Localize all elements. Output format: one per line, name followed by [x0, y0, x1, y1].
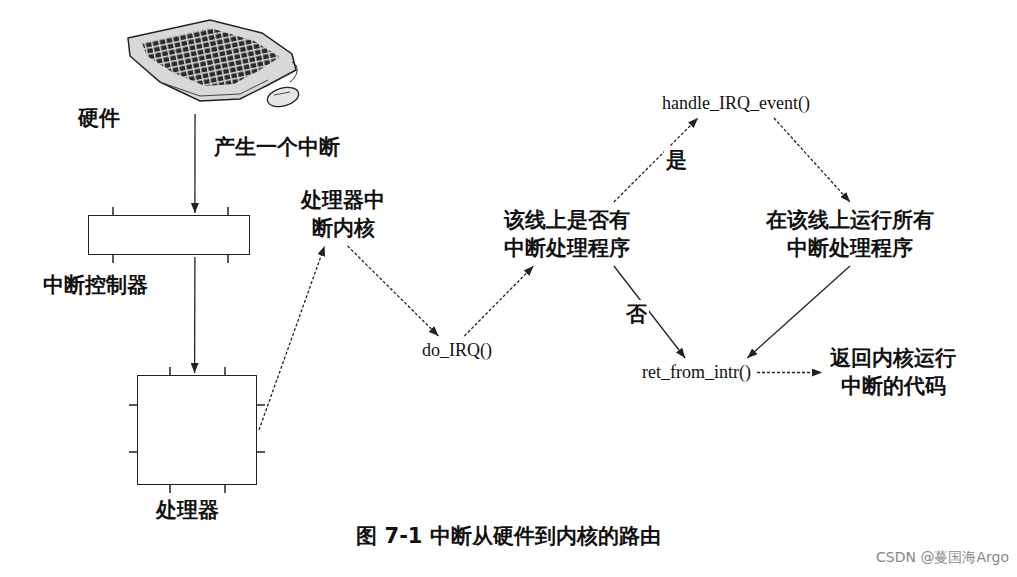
function-name: ret_from_intr()	[642, 362, 751, 383]
function-step: do_IRQ()	[420, 340, 494, 361]
flow-arrow	[194, 257, 196, 373]
flow-arrow	[194, 114, 195, 213]
flow-arrow	[348, 246, 439, 336]
flow-arrow	[614, 266, 685, 358]
chip-pins	[113, 207, 265, 493]
flow-arrow	[464, 266, 533, 336]
decision-step: 该线上是否有中断处理程序	[500, 206, 634, 262]
keyboard-icon	[120, 10, 310, 110]
node-label: 该线上是否有中断处理程序	[503, 206, 631, 262]
hardware-node: 硬件	[125, 18, 305, 110]
function-name: do_IRQ()	[422, 340, 492, 361]
controller-box: 中断控制器	[88, 215, 250, 255]
node-label: 中断控制器	[43, 271, 148, 299]
node-label: 硬件	[78, 104, 120, 132]
processor-box: 处理器	[137, 375, 257, 485]
flow-arrow	[774, 118, 850, 202]
process-step: 返回内核运行中断的代码	[826, 344, 960, 400]
function-step: ret_from_intr()	[640, 362, 753, 383]
function-name: handle_IRQ_event()	[662, 93, 810, 114]
node-label: 在该线上运行所有中断处理程序	[765, 206, 935, 262]
node-label: 处理器中断内核	[300, 186, 386, 242]
edge-label: 是	[664, 146, 689, 174]
flow-arrow	[259, 246, 325, 430]
flow-arrow	[757, 372, 822, 373]
edge-label: 否	[624, 300, 649, 328]
process-step: 在该线上运行所有中断处理程序	[762, 206, 938, 262]
edge-label: 产生一个中断	[212, 133, 342, 161]
function-step: handle_IRQ_event()	[660, 93, 812, 114]
watermark: CSDN @蔓国海Argo	[876, 549, 1009, 567]
node-label: 返回内核运行中断的代码	[829, 344, 957, 400]
figure-caption: 图 7-1 中断从硬件到内核的路由	[0, 522, 1017, 550]
flow-arrow	[614, 118, 698, 202]
node-label: 处理器	[156, 496, 219, 524]
flow-arrow	[747, 266, 850, 358]
process-step: 处理器中断内核	[297, 186, 389, 242]
